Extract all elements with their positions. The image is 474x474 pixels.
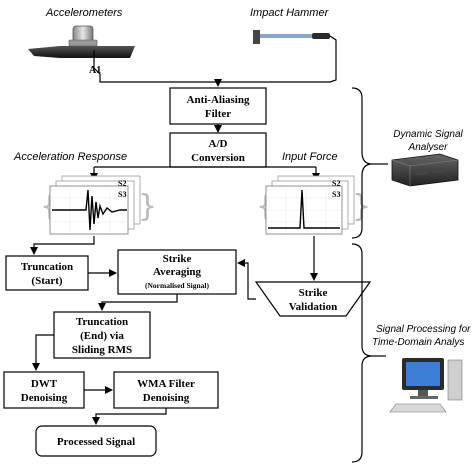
dynamic-signal-brace <box>351 87 388 239</box>
ad-line-2: Conversion <box>191 152 245 164</box>
dynamic-signal-analyser-line-2: Analyser <box>408 142 449 153</box>
truncation-end-line-2: (End) via <box>80 330 124 342</box>
anti-aliasing-filter-box: Anti-Aliasing Filter <box>169 87 267 125</box>
dwt-line-1: DWT <box>31 378 58 390</box>
force-stack-s3: S3 <box>332 190 340 199</box>
strike-averaging-line-1: Strike <box>163 253 192 265</box>
ad-conversion-box: A/D Conversion <box>169 132 267 168</box>
trunc-end-to-dwt-line <box>32 334 54 371</box>
accelerometer-icon <box>68 25 98 47</box>
signal-processing-line-1: Signal Processing for <box>376 324 471 335</box>
truncation-start-line-1: Truncation <box>21 261 73 273</box>
signal-processing-line-2: Time-Domain Analys <box>372 337 464 348</box>
impact-hammer-icon <box>253 30 330 44</box>
truncation-start-box: Truncation (Start) <box>5 255 89 291</box>
anti-aliasing-line-1: Anti-Aliasing <box>187 94 250 106</box>
signal-processing-brace <box>351 243 386 463</box>
force-stack-s2: S2 <box>332 179 340 188</box>
accel-to-truncation-line <box>30 236 95 255</box>
sensor-cables <box>93 35 337 87</box>
svg-text:}: } <box>138 189 157 224</box>
input-force-label: Input Force <box>282 151 338 163</box>
strike-validation-line-1: Strike <box>299 287 328 299</box>
wma-line-1: WMA Filter <box>137 378 195 390</box>
dynamic-signal-analyser-line-1: Dynamic Signal <box>393 129 463 140</box>
wma-filter-box: WMA Filter Denoising <box>113 371 219 409</box>
processed-signal-box: Processed Signal <box>35 425 157 457</box>
processed-signal-label: Processed Signal <box>57 436 135 448</box>
dwt-denoising-box: DWT Denoising <box>3 371 85 409</box>
beam-icon <box>28 46 135 58</box>
dwt-line-2: Denoising <box>21 392 68 404</box>
strike-averaging-box: Strike Averaging (Normalised Signal) <box>117 249 237 295</box>
strike-averaging-line-3: (Normalised Signal) <box>145 281 209 290</box>
avg-to-trunc-end-line <box>98 294 178 311</box>
impact-hammer-label: Impact Hammer <box>250 7 330 19</box>
truncation-start-line-2: (Start) <box>31 275 62 287</box>
wma-line-2: Denoising <box>143 392 190 404</box>
wma-to-processed-line <box>92 408 167 425</box>
truncation-end-line-1: Truncation <box>76 316 128 328</box>
signal-analyser-icon <box>391 153 459 187</box>
sensor-id-label: A1 <box>89 65 101 76</box>
truncation-end-box: Truncation (End) via Sliding RMS <box>53 311 151 359</box>
input-force-signal-stack: { } S2 S3 <box>256 175 371 235</box>
accel-stack-s2: S2 <box>118 179 126 188</box>
acceleration-signal-stack: { } S2 S3 <box>40 175 157 235</box>
accelerometers-label: Accelerometers <box>45 7 123 19</box>
validation-feedback-line <box>237 259 256 300</box>
strike-validation-line-2: Validation <box>289 301 338 313</box>
accel-stack-s3: S3 <box>118 190 126 199</box>
anti-aliasing-line-2: Filter <box>205 108 231 120</box>
acceleration-response-label: Acceleration Response <box>13 151 127 163</box>
strike-averaging-line-2: Averaging <box>153 266 202 278</box>
truncation-end-line-3: Sliding RMS <box>72 344 132 356</box>
computer-icon <box>389 358 463 413</box>
strike-validation-trapezoid: Strike Validation <box>254 281 372 317</box>
ad-line-1: A/D <box>209 138 228 150</box>
